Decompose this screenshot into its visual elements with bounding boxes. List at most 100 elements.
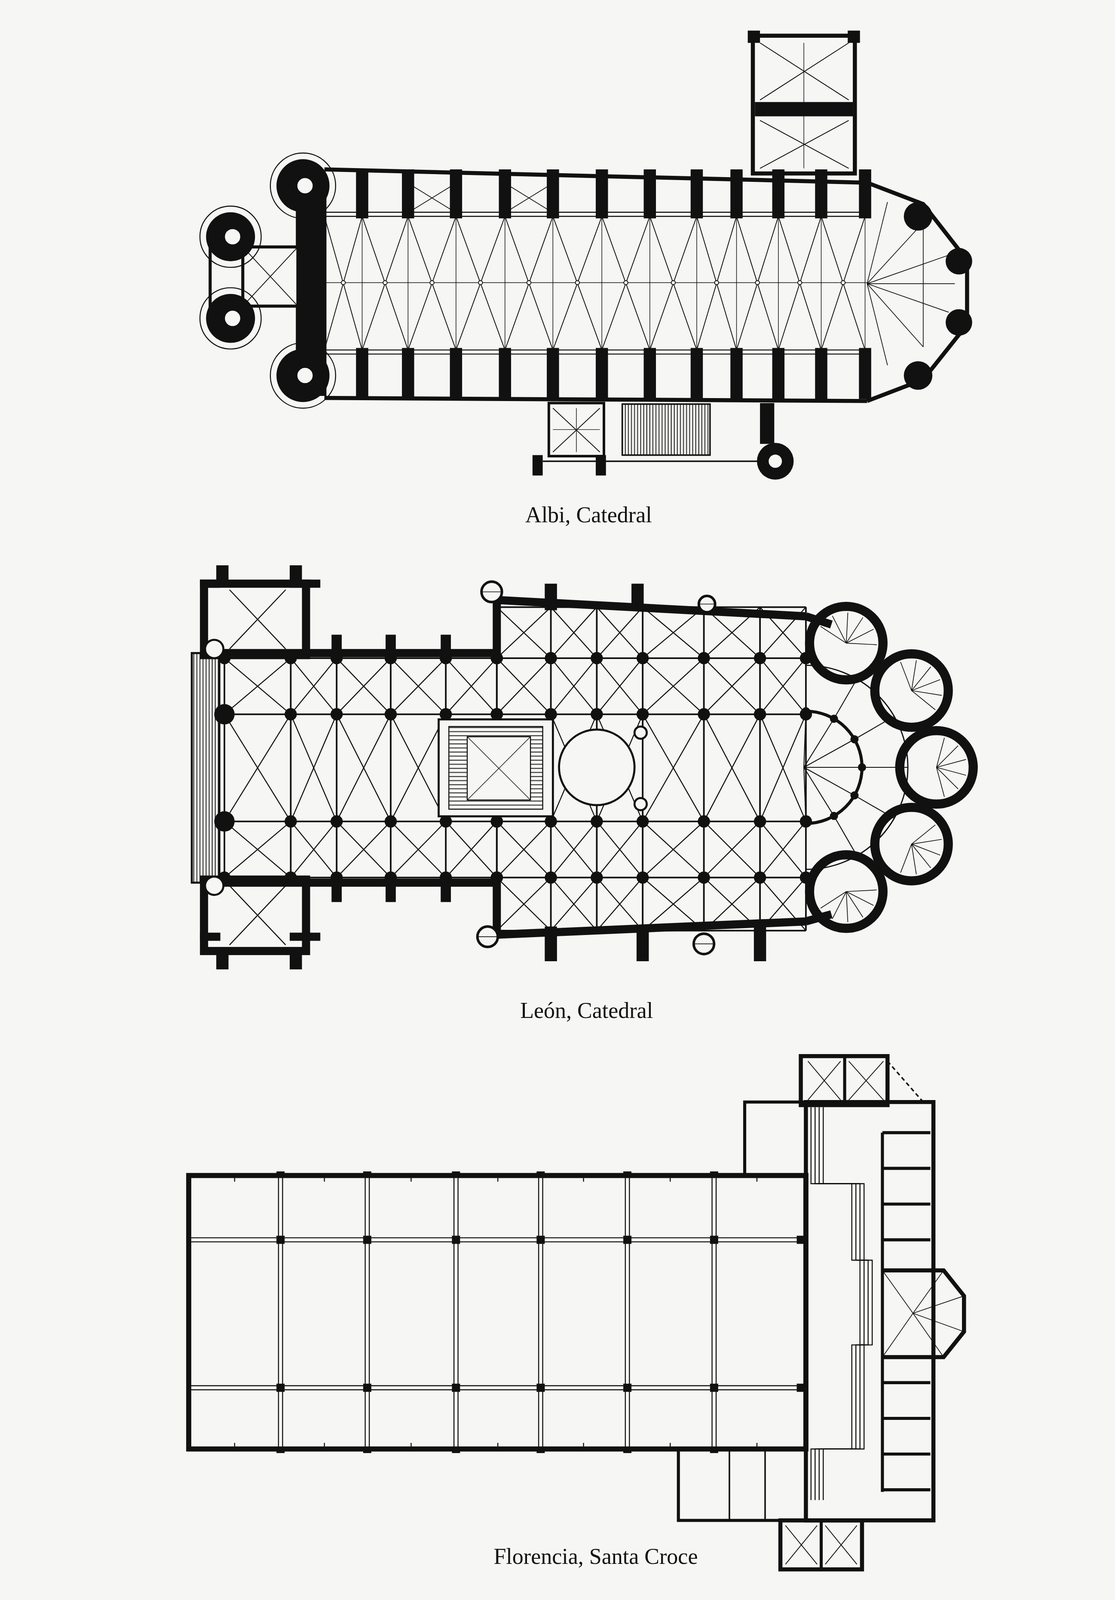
leon-plan-stroke bbox=[805, 823, 807, 870]
leon-plan-stroke bbox=[284, 707, 297, 720]
leon-plan-stroke bbox=[697, 707, 710, 720]
leon-plan-stroke bbox=[336, 714, 391, 822]
santa-croce-plan-stroke bbox=[744, 1102, 806, 1176]
santa-croce-plan-stroke bbox=[912, 1270, 944, 1314]
leon-plan-stroke bbox=[801, 819, 810, 828]
albi-plan-stroke bbox=[526, 280, 531, 285]
leon-plan-stroke bbox=[336, 821, 391, 878]
albi-plan-stroke bbox=[552, 407, 600, 452]
albi-plan-stroke bbox=[407, 216, 457, 350]
leon-plan-stroke bbox=[336, 658, 391, 715]
leon-plan-stroke bbox=[803, 767, 855, 796]
santa-croce-plan-stroke bbox=[819, 1520, 823, 1570]
santa-croce-plan-stroke bbox=[780, 1520, 863, 1570]
plan-caption: Florencia, Santa Croce bbox=[490, 1543, 701, 1569]
leon-plan-stroke bbox=[229, 885, 286, 945]
albi-plan-stroke bbox=[242, 246, 298, 307]
leon-plan-stroke bbox=[331, 881, 342, 902]
leon-plan-stroke bbox=[846, 891, 864, 918]
santa-croce-plan-stroke bbox=[848, 1061, 884, 1100]
leon-plan-stroke bbox=[693, 933, 714, 954]
leon-plan-stroke bbox=[445, 821, 497, 878]
albi-plan-stroke bbox=[945, 309, 973, 336]
santa-croce-plan-stroke bbox=[711, 1175, 713, 1449]
albi-plan-stroke bbox=[546, 169, 559, 219]
leon-plan-stroke bbox=[551, 821, 598, 878]
leon-plan-stroke bbox=[496, 606, 552, 659]
albi-plan-stroke bbox=[858, 169, 871, 219]
albi-plan-stroke bbox=[224, 228, 241, 246]
leon-plan-stroke bbox=[551, 658, 598, 715]
albi-plan-stroke bbox=[696, 216, 697, 350]
leon-plan-stroke bbox=[289, 658, 292, 878]
albi-plan-stroke bbox=[456, 216, 506, 350]
albi-plan-stroke bbox=[649, 216, 697, 350]
leon-plan-stroke bbox=[805, 665, 807, 712]
leon-plan-stroke bbox=[596, 877, 643, 931]
leon-plan-stroke bbox=[551, 877, 598, 931]
albi-plan-stroke bbox=[412, 185, 453, 211]
leon-plan-stroke bbox=[390, 658, 446, 715]
leon-plan-stroke bbox=[634, 797, 647, 810]
santa-croce-plan-stroke bbox=[368, 1175, 370, 1449]
albi-plan-stroke bbox=[778, 216, 779, 350]
leon-plan-stroke bbox=[753, 871, 766, 884]
leon-plan-stroke bbox=[846, 629, 874, 644]
leon-plan-stroke bbox=[636, 707, 649, 720]
albi-plan-stroke bbox=[270, 153, 336, 219]
leon-plan-stroke bbox=[642, 606, 704, 659]
leon-plan-stroke bbox=[596, 821, 643, 878]
leon-plan-stroke bbox=[438, 719, 554, 817]
leon-plan-stroke bbox=[833, 815, 857, 856]
leon-plan bbox=[191, 565, 974, 970]
leon-plan-stroke bbox=[759, 658, 806, 715]
leon-plan-stroke bbox=[596, 821, 643, 878]
albi-plan-stroke bbox=[407, 216, 409, 350]
santa-croce-plan-stroke bbox=[912, 1313, 965, 1332]
albi-plan-stroke bbox=[690, 169, 703, 219]
albi-plan-stroke bbox=[866, 283, 924, 347]
albi-plan-stroke bbox=[601, 216, 603, 350]
albi-plan-stroke bbox=[595, 455, 607, 476]
santa-croce-plan-stroke bbox=[728, 1448, 731, 1521]
santa-croce-plan-stroke bbox=[882, 1488, 931, 1492]
albi-plan-stroke bbox=[820, 216, 865, 350]
albi-plan-stroke bbox=[355, 347, 368, 399]
albi-plan-stroke bbox=[341, 280, 346, 285]
albi-plan-stroke bbox=[601, 216, 650, 350]
santa-croce-plan-stroke bbox=[188, 1241, 806, 1243]
albi-plan-stroke bbox=[382, 280, 387, 285]
albi-plan-stroke bbox=[643, 169, 656, 219]
leon-plan-stroke bbox=[642, 658, 704, 715]
albi-plan-stroke bbox=[671, 280, 676, 285]
albi-plan-stroke bbox=[407, 216, 457, 350]
albi-plan-stroke bbox=[945, 248, 973, 275]
albi-plan-stroke bbox=[450, 169, 463, 219]
leon-plan-stroke bbox=[850, 735, 859, 744]
albi-plan-stroke bbox=[575, 407, 577, 452]
leon-plan-stroke bbox=[846, 612, 849, 644]
santa-croce-plan-stroke bbox=[882, 1270, 965, 1357]
albi-plan-stroke bbox=[362, 216, 409, 350]
leon-plan-stroke bbox=[467, 736, 531, 800]
leon-plan-stroke bbox=[224, 658, 291, 715]
albi-plan-stroke bbox=[864, 216, 866, 350]
albi-plan-stroke bbox=[649, 216, 650, 350]
santa-croce-plan-stroke bbox=[825, 1525, 858, 1565]
albi-plan-stroke bbox=[759, 42, 849, 101]
santa-croce-plan-stroke bbox=[811, 1106, 873, 1500]
leon-plan-stroke bbox=[642, 714, 704, 822]
albi-plan-stroke bbox=[595, 347, 608, 399]
leon-plan-stroke bbox=[820, 891, 847, 909]
albi-plan-stroke bbox=[755, 280, 760, 285]
leon-plan-stroke bbox=[496, 877, 552, 931]
albi-plan-stroke bbox=[401, 169, 414, 219]
leon-plan-stroke bbox=[693, 943, 714, 945]
leon-plan-stroke bbox=[698, 603, 716, 605]
santa-croce-plan-stroke bbox=[882, 1166, 931, 1170]
albi-plan-stroke bbox=[756, 442, 794, 480]
leon-plan-stroke bbox=[224, 821, 291, 878]
albi-plan-stroke bbox=[601, 216, 650, 350]
santa-croce-plan-stroke bbox=[882, 1381, 931, 1385]
santa-croce-plan-stroke bbox=[882, 1270, 913, 1314]
